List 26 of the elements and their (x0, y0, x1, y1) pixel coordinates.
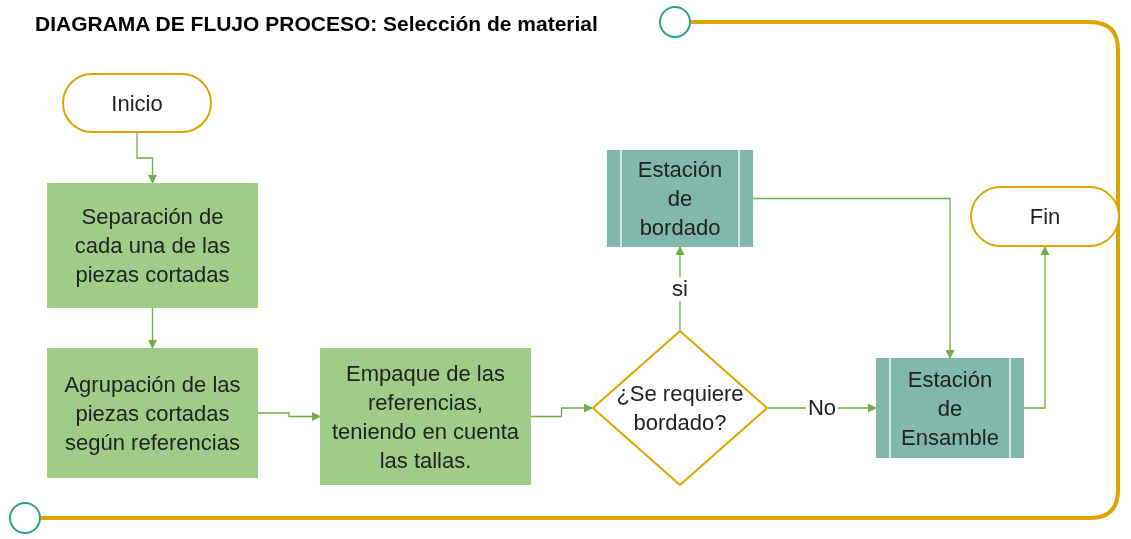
diagram-title: DIAGRAMA DE FLUJO PROCESO: Selección de material (35, 11, 598, 37)
frame-line (41, 20, 1120, 520)
arrow (257, 412, 321, 421)
predefined-process-box (876, 358, 1024, 458)
terminal-shape (970, 186, 1120, 247)
node-text: Estación de bordado (636, 156, 724, 242)
terminal-shape (62, 73, 212, 133)
node-text: Empaque de las referencias, teniendo en cuenta las tallas. (330, 359, 521, 475)
node-text: Agrupación de las piezas cortadas según referencias (63, 370, 242, 457)
process-box (320, 348, 531, 485)
node-text: ¿Se requiere bordado? (616, 380, 744, 437)
arrow (530, 403, 593, 418)
predefined-process-box (607, 150, 753, 247)
node-text: Inicio (111, 89, 163, 118)
node-text: Estación de Ensamble (900, 365, 1000, 452)
arrow (148, 307, 157, 349)
edge-label: si (670, 276, 690, 301)
arrow (1023, 246, 1050, 409)
node-text: Separación de cada una de las piezas cortadas (73, 203, 232, 289)
arrow (752, 197, 955, 359)
arrow (675, 246, 685, 331)
process-box (47, 183, 258, 308)
arrow (136, 132, 157, 184)
decision-diamond (592, 330, 768, 486)
node-text: Fin (1029, 203, 1061, 231)
process-box (47, 348, 258, 478)
